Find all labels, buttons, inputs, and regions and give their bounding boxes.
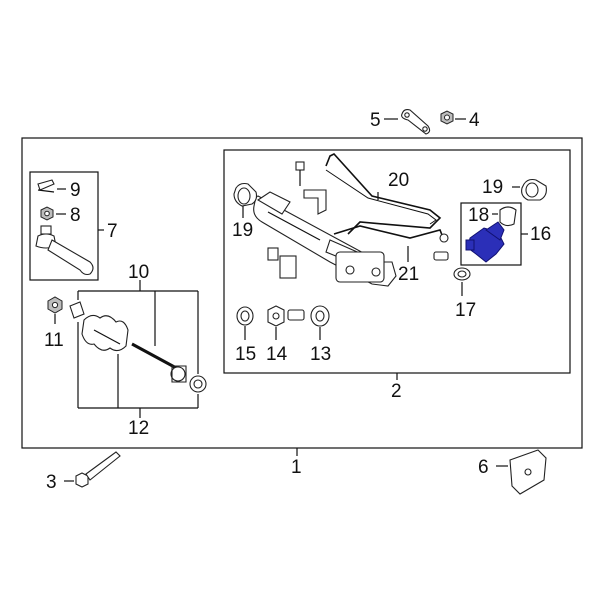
callout-16: 16 xyxy=(530,224,551,245)
callout-12: 12 xyxy=(128,418,149,439)
bushing-part-19-right xyxy=(512,178,547,201)
callout-19-left: 19 xyxy=(232,220,253,241)
seal-part-18 xyxy=(492,206,517,227)
callout-21: 21 xyxy=(398,264,419,285)
assembly-frame-1 xyxy=(21,137,583,449)
callout-18: 18 xyxy=(468,205,489,226)
o-ring-part-17 xyxy=(453,267,471,296)
callout-5: 5 xyxy=(370,110,381,131)
clamp-bracket xyxy=(267,161,327,279)
callout-8: 8 xyxy=(70,205,81,226)
bolt-part-3 xyxy=(64,451,121,488)
callout-13: 13 xyxy=(310,344,331,365)
bracket-part-5 xyxy=(384,108,431,135)
bushing-part-19-left xyxy=(233,182,258,218)
callout-6: 6 xyxy=(478,457,489,478)
washer-part-15 xyxy=(236,306,254,340)
valve-part-16-highlighted xyxy=(465,221,528,263)
callout-3: 3 xyxy=(46,472,57,493)
nut-part-4 xyxy=(440,110,466,125)
callout-9: 9 xyxy=(70,180,81,201)
pressure-pipes xyxy=(325,153,449,262)
castle-nut-part-8 xyxy=(40,206,66,221)
rack-housing xyxy=(253,191,397,287)
cotter-pin-part-9 xyxy=(37,179,66,193)
callout-lines-10 xyxy=(77,280,199,374)
callout-15: 15 xyxy=(235,344,256,365)
nut-part-11 xyxy=(47,296,63,324)
callout-14: 14 xyxy=(266,344,288,365)
callout-17: 17 xyxy=(455,300,476,321)
boot-and-inner-tie-rod xyxy=(69,301,207,393)
tie-rod-end-part-7 xyxy=(35,225,104,276)
bracket-part-6 xyxy=(496,449,547,495)
callout-1: 1 xyxy=(291,457,302,478)
callout-7: 7 xyxy=(107,221,118,242)
fitting xyxy=(433,251,449,261)
callout-10: 10 xyxy=(128,262,149,283)
callout-lines-12 xyxy=(77,322,199,418)
tie-rod-end-frame-7 xyxy=(29,171,99,281)
callout-19-right: 19 xyxy=(482,177,503,198)
callout-11: 11 xyxy=(44,330,64,351)
callout-2: 2 xyxy=(391,381,402,402)
bushing-part-13 xyxy=(310,305,330,340)
callout-4: 4 xyxy=(469,110,480,131)
adjuster-part-14 xyxy=(267,305,305,340)
callout-20: 20 xyxy=(388,170,409,191)
